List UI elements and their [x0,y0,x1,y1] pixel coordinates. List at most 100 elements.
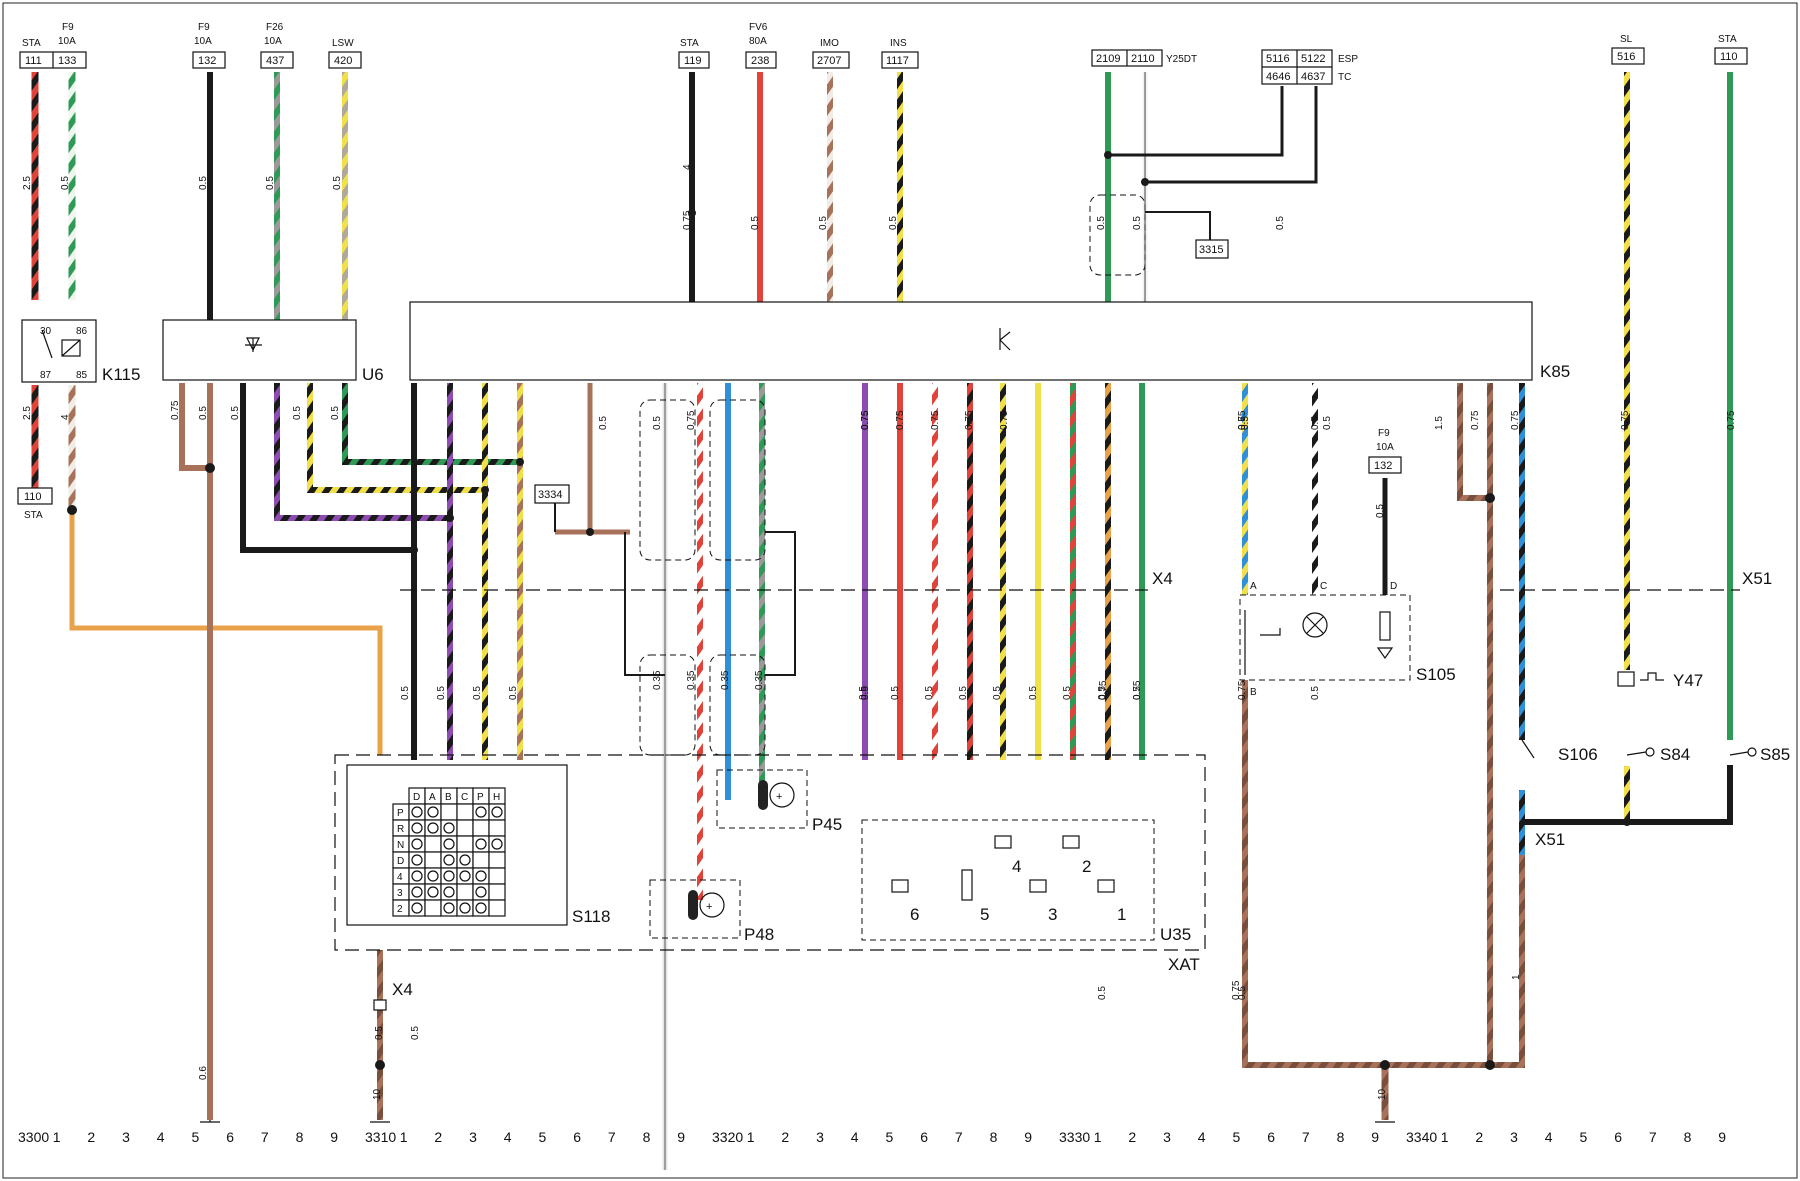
switches-lower-right: S106 S84 S85 X51 [1521,739,1790,849]
u35-valve-5: 5 [980,905,989,924]
s105-outline [1239,594,1411,681]
wire-size-label: 0.75 [1231,980,1242,1000]
grid-label: 1 [747,1129,755,1145]
junction-dot [586,528,594,536]
grid-label: 8 [296,1129,304,1145]
transistor-icon [999,328,1011,351]
s84-contact [1645,747,1655,757]
c3-box [260,51,294,69]
s105-pin-d: D [1390,581,1397,592]
c8-name: INS [890,38,907,49]
shield-d [709,654,766,756]
c9-pin-b: 2110 [1131,53,1155,65]
solenoid-valve-icon [891,879,909,893]
wire-size-label: 0.5 [598,416,609,430]
p45-label: P45 [812,815,842,834]
grid-label: 7 [955,1129,963,1145]
wire-size-label: 0.75 [1726,410,1737,430]
top-connectors: STA F9 10A 111 133 F9 10A 132 F26 10A 43… [17,22,1748,521]
wire-size-label: 4 [682,164,693,170]
ref-3334-box [534,484,570,504]
wire-size-label: 0.5 [1310,416,1321,430]
c5-name: STA [680,38,699,49]
s85-contact [1747,747,1757,757]
table-cell [424,835,442,853]
table-cell-circle [475,870,487,882]
table-row-label: 4 [397,872,403,883]
s85-label: S85 [1760,745,1790,764]
u6-label: U6 [362,365,384,384]
c7-pin: 2707 [817,55,841,67]
table-cell-circle [443,822,455,834]
wire-size-label: 0.75 [1132,680,1143,700]
c1-fuse-name: F9 [62,22,74,33]
wire-size-label: 1 [1511,974,1522,980]
y47-label: Y47 [1673,671,1703,690]
k115-contact [41,329,53,359]
table-cell-circle [491,838,503,850]
grid-label: 4 [157,1129,165,1145]
p45-plus: + [776,791,782,803]
wire-size-label: 0.5 [374,1026,385,1040]
x4-lower-connector [373,999,387,1011]
table-row-label: D [397,856,404,867]
sta-110-box [17,487,53,505]
table-cell [472,851,490,869]
led-icon [245,337,262,352]
wire-size-label: 0.35 [652,670,663,690]
p48-gear [699,892,725,918]
table-cell-circle [475,838,487,850]
lamp-cross [1306,616,1324,634]
grid-label: 4 [1545,1129,1553,1145]
wire-size-label: 0.5 [1275,216,1286,230]
table-row-label: R [397,824,404,835]
grid-label: 2 [781,1129,789,1145]
grid-label: 9 [1024,1129,1032,1145]
wire-size-label: 0.75 [860,410,871,430]
wire-size-label: 0.75 [860,410,871,430]
shield-b [709,399,766,561]
table-header-label: B [445,792,452,803]
wire-size-label: 0.5 [858,686,869,700]
s105-pin-a: A [1250,581,1257,592]
switch-s105: A C D B S105 [1239,581,1456,698]
grid-label: 3 [122,1129,130,1145]
table-row-label: 2 [397,904,403,915]
s105-pin-c: C [1320,581,1327,592]
pressure-sensor-icon [961,869,973,901]
u35-label: U35 [1160,925,1191,944]
c1-name: STA [22,38,41,49]
sensor-p45: + P45 [716,769,842,834]
wire-size-label: 0.75 [1237,680,1248,700]
wire-size-label: 0.5 [924,686,935,700]
grid-label: 1 [1094,1129,1102,1145]
solenoid-valve-icon [1097,879,1115,893]
table-cell [456,819,474,837]
grid-label: 3330 [1059,1129,1090,1145]
grid-label: 2 [1475,1129,1483,1145]
wire-size-label: 0.5 [508,686,519,700]
table-cell [488,899,506,917]
c13-box [1368,456,1402,474]
table-header-label: P [477,792,484,803]
wire-size-label: 0.5 [330,406,341,420]
table-cell [488,867,506,885]
wire-u6-10 [342,383,520,465]
c7-name: IMO [820,38,839,49]
wire-size-label: 0.5 [860,686,871,700]
wire-size-label: 0.5 [1097,986,1108,1000]
grid-label: 2 [87,1129,95,1145]
table-cell-circle [427,886,439,898]
s106-label: S106 [1558,745,1598,764]
table-header-label: C [461,792,468,803]
led-diode-icon [1376,647,1394,660]
c6-box [745,51,777,69]
wire-size-label: 0.5 [265,176,276,190]
wire-size-label: 4 [60,414,71,420]
c10-pin-c: 4646 [1266,71,1290,83]
wire-u6-9 [307,383,485,493]
wire-size-label: 0.5 [230,406,241,420]
